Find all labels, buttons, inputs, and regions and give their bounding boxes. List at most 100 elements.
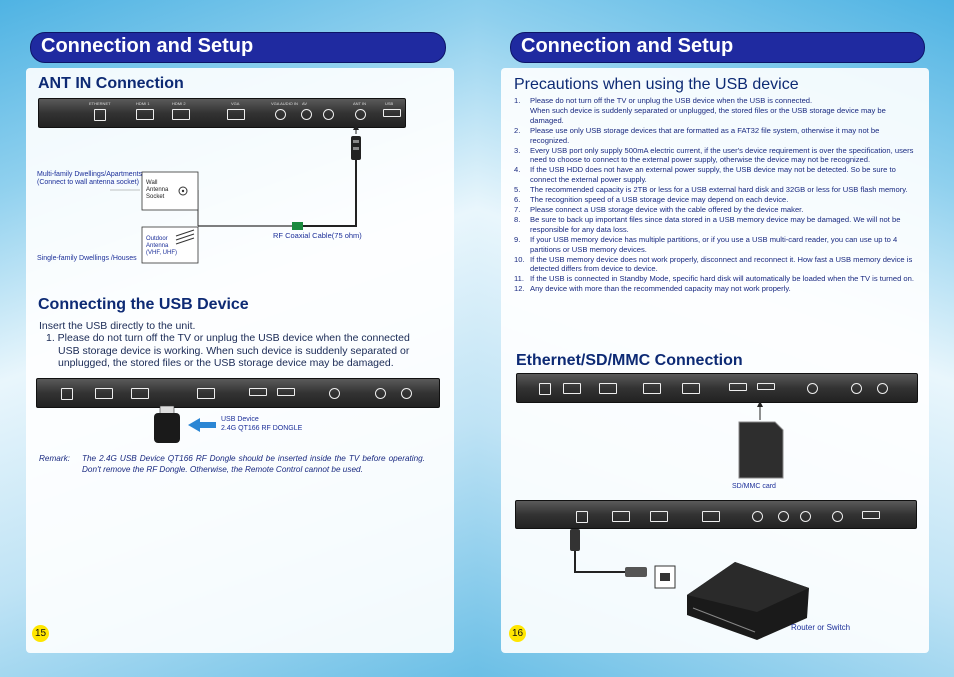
usb-item1b-text: USB storage device is working. When such…: [58, 345, 410, 357]
precaution-item: 8.Be sure to back up important files sin…: [514, 214, 901, 234]
cable-connector-icon: [292, 222, 303, 230]
vga-port-icon-3: [643, 383, 661, 394]
multi-family-label: Multi-family Dwellings/Apartments (Conne…: [37, 171, 143, 186]
ethernet-port-icon-4: [576, 511, 588, 523]
right-content-panel: [501, 68, 929, 653]
precautions-list: 1.Please do not turn off the TV or unplu…: [514, 96, 916, 294]
ant-connector-panel: ETHERNET HDMI 1 HDMI 2 VGA VGA AUDIO IN …: [38, 98, 406, 128]
port-label-av: AV: [302, 101, 308, 106]
right-title-banner: Connection and Setup: [510, 32, 925, 63]
vga-audio-port-icon-2: [752, 511, 763, 522]
port-label-vga: VGA: [231, 101, 240, 106]
hdmi-port-icon-3: [131, 388, 149, 399]
wall-socket-box: [141, 171, 199, 211]
port-label-usb: USB: [385, 101, 394, 106]
usb-port-icon-2: [249, 388, 267, 396]
sd-card-icon: [738, 421, 784, 479]
sd-card-label: SD/MMC card: [732, 483, 776, 490]
precaution-item: 9.If your USB memory device has multiple…: [514, 234, 898, 254]
right-page-title: Connection and Setup: [521, 35, 734, 57]
port-label-ethernet: ETHERNET: [89, 101, 111, 106]
sd-connector-panel: [516, 373, 918, 403]
ant-in-port-icon: [355, 109, 366, 120]
arrow-left-icon: [188, 418, 216, 432]
hdmi-port-icon-7: [612, 511, 630, 522]
ant-port-icon-5: [877, 383, 888, 394]
ant-port-icon-3: [401, 388, 412, 399]
av-port-icon-3: [807, 383, 818, 394]
arrow-up-icon: [757, 401, 763, 407]
hdmi-port-icon-5: [599, 383, 617, 394]
ant-port-icon-6: [832, 511, 843, 522]
wall-socket-label: Wall Antenna Socket: [146, 180, 169, 200]
hdmi-port-icon-8: [650, 511, 668, 522]
hdmi-port-icon-2: [95, 388, 113, 399]
remark-text: The 2.4G USB Device QT166 RF Dongle shou…: [82, 454, 425, 474]
router-label: Router or Switch: [791, 623, 851, 632]
ethernet-connector-panel: [515, 500, 917, 529]
av-port-icon: [301, 109, 312, 120]
arrow-head-icon: [353, 124, 359, 130]
ant-port-icon-4: [851, 383, 862, 394]
precaution-item: 7.Please connect a USB storage device wi…: [514, 204, 804, 214]
precaution-item: 4.If the USB HDD does not have an extern…: [514, 165, 896, 185]
left-content-panel: [26, 68, 454, 653]
usb-port-icon-3: [277, 388, 295, 396]
usb-port-icon: [383, 109, 401, 117]
usb-port-icon-5: [862, 511, 880, 519]
ethernet-port-icon-3: [539, 383, 551, 395]
av-port-icon-2: [329, 388, 340, 399]
antenna-icon: [175, 229, 195, 237]
port-label-ant-in: ANT IN: [353, 101, 367, 106]
antenna-diagram: [110, 124, 361, 264]
av-port-icon-4: [778, 511, 789, 522]
left-title-banner: Connection and Setup: [30, 32, 446, 63]
vga-port-icon-4: [702, 511, 720, 522]
right-page: Connection and Setup Precautions when us…: [477, 0, 954, 677]
vga-audio-port-icon: [275, 109, 286, 120]
precaution-item: When such device is suddenly separated o…: [530, 105, 886, 125]
ethernet-plug-icon: [570, 529, 580, 551]
precaution-item: 6.The recognition speed of a USB storage…: [514, 195, 789, 205]
left-page: Connection and Setup ANT IN Connection E…: [0, 0, 477, 677]
precaution-item: 3.Every USB port only supply 500mA elect…: [514, 145, 914, 165]
sd-card-diagram: [738, 401, 784, 479]
av-port2-icon: [323, 109, 334, 120]
usb-heading: Connecting the USB Device: [38, 296, 249, 313]
hdmi1-port-icon: [136, 109, 154, 120]
usb-item1-text: 1. Please do not turn off the TV or unpl…: [46, 332, 410, 344]
av-port-icon-5: [800, 511, 811, 522]
page-number-left: 15: [32, 625, 49, 642]
port-label-vga-audio: VGA AUDIO IN: [271, 101, 298, 106]
left-page-title: Connection and Setup: [41, 35, 254, 57]
vga-port-icon-2: [197, 388, 215, 399]
usb-intro-text: Insert the USB directly to the unit.: [39, 320, 196, 332]
hdmi2-port-icon: [172, 109, 190, 120]
sd-card-slot-icon: [757, 383, 775, 390]
hdmi-port-icon-6: [682, 383, 700, 394]
coaxial-cable-label: RF Coaxial Cable(75 ohm): [273, 231, 362, 240]
ethernet-plug-icon-2: [625, 567, 647, 577]
outdoor-antenna-label: Outdoor Antenna (VHF, UHF): [146, 236, 177, 256]
ethernet-heading: Ethernet/SD/MMC Connection: [516, 352, 743, 369]
usb-connector-panel: [36, 378, 440, 408]
ethernet-port-icon: [94, 109, 106, 121]
precaution-item: 10.If the USB memory device does not wor…: [514, 254, 913, 274]
precaution-item: 5.The recommended capacity is 2TB or les…: [514, 185, 908, 195]
precaution-item: 11.If the USB is connected in Standby Mo…: [514, 274, 914, 284]
ethernet-port-icon-2: [61, 388, 73, 400]
router-diagram: [570, 529, 809, 640]
precautions-heading: Precautions when using the USB device: [514, 76, 799, 93]
remark-key: Remark:: [39, 454, 70, 463]
precaution-item: 2.Please use only USB storage devices th…: [514, 125, 880, 145]
page-number-right: 16: [509, 625, 526, 642]
dongle-label-1: USB Device: [221, 416, 259, 423]
usb-dongle-icon: [154, 413, 180, 443]
port-label-hdmi2: HDMI 2: [172, 101, 186, 106]
vga-port-icon: [227, 109, 245, 120]
ant-in-heading: ANT IN Connection: [38, 75, 184, 92]
port-label-hdmi1: HDMI 1: [136, 101, 150, 106]
ant-port-icon-2: [375, 388, 386, 399]
dongle-diagram: [154, 405, 216, 443]
